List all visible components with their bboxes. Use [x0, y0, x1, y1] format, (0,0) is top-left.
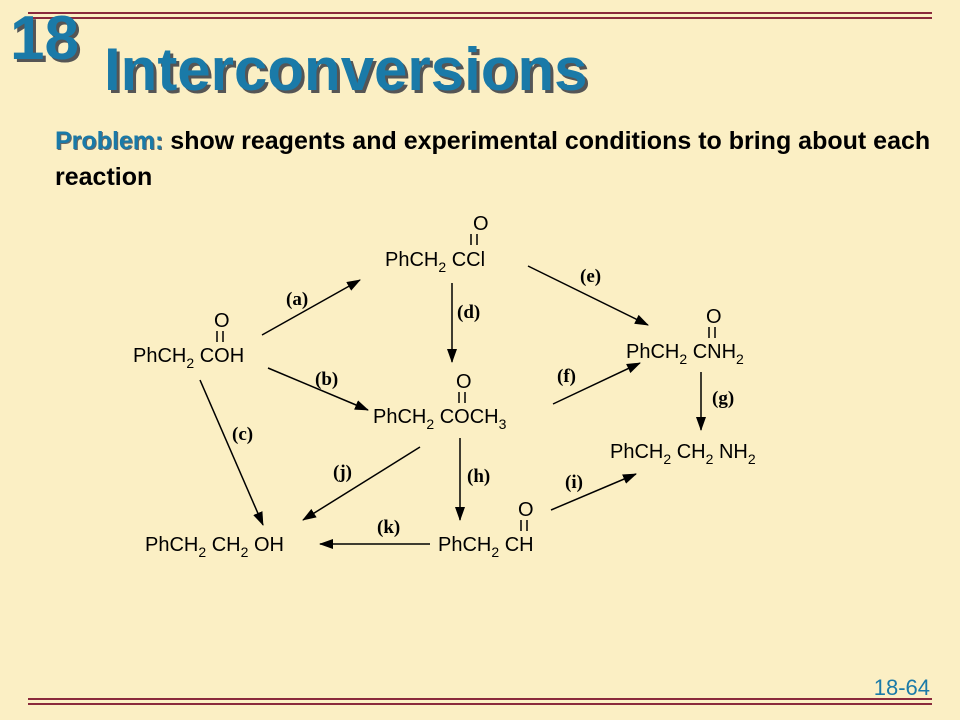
acid-chloride-oxygen: O: [473, 213, 489, 235]
ester-formula: PhCH2 COCH3: [373, 406, 507, 432]
page-number: 18-64: [873, 675, 930, 700]
aldehyde-oxygen: O: [518, 499, 534, 521]
arrow-f: [552, 362, 641, 405]
bottom-rule-2: [28, 703, 932, 705]
top-rule-2: [28, 17, 932, 19]
step-label-e: (e): [580, 266, 601, 287]
step-label-g: (g): [712, 388, 734, 409]
aldehyde-formula: PhCH2 CH: [438, 534, 534, 560]
step-label-c: (c): [232, 424, 253, 445]
arrow-j: [302, 446, 421, 521]
step-label-a: (a): [286, 289, 308, 310]
step-label-k: (k): [377, 517, 400, 538]
step-label-i: (i): [565, 472, 583, 493]
step-label-f: (f): [557, 366, 576, 387]
arrow-c: [199, 379, 264, 526]
amine-structure: PhCH2 CH2 NH2: [610, 441, 756, 467]
carboxylic-acid-structure: O PhCH2 COH: [133, 310, 244, 371]
amide-oxygen: O: [706, 306, 722, 328]
step-label-j: (j): [333, 462, 352, 483]
page-title: Interconversions: [104, 36, 588, 103]
aldehyde-structure: O PhCH2 CH: [438, 499, 534, 560]
amine-formula: PhCH2 CH2 NH2: [610, 441, 756, 467]
acid-chloride-structure: O PhCH2 CCl: [385, 213, 489, 275]
alcohol-formula: PhCH2 CH2 OH: [145, 534, 284, 560]
alcohol-structure: PhCH2 CH2 OH: [145, 534, 284, 560]
acid-chloride-formula: PhCH2 CCl: [385, 249, 485, 275]
problem-label: Problem:: [55, 127, 164, 155]
ester-oxygen: O: [456, 371, 472, 393]
bottom-rule-1: [28, 698, 932, 700]
top-rule-1: [28, 12, 932, 14]
problem-text: show reagents and experimental condition…: [55, 127, 931, 191]
step-label-b: (b): [315, 369, 338, 390]
arrow-b: [267, 367, 369, 411]
step-label-h: (h): [467, 466, 490, 487]
amide-structure: O PhCH2 CNH2: [626, 306, 744, 367]
arrow-e: [527, 265, 649, 326]
arrow-i: [550, 473, 637, 511]
amide-formula: PhCH2 CNH2: [626, 341, 744, 367]
arrow-a: [261, 279, 361, 336]
acid-formula: PhCH2 COH: [133, 345, 244, 371]
step-label-d: (d): [457, 302, 480, 323]
acid-oxygen: O: [214, 310, 230, 332]
chapter-number: 18: [10, 4, 79, 73]
ester-structure: O PhCH2 COCH3: [373, 371, 507, 432]
problem-statement: Problem: show reagents and experimental …: [55, 123, 935, 195]
